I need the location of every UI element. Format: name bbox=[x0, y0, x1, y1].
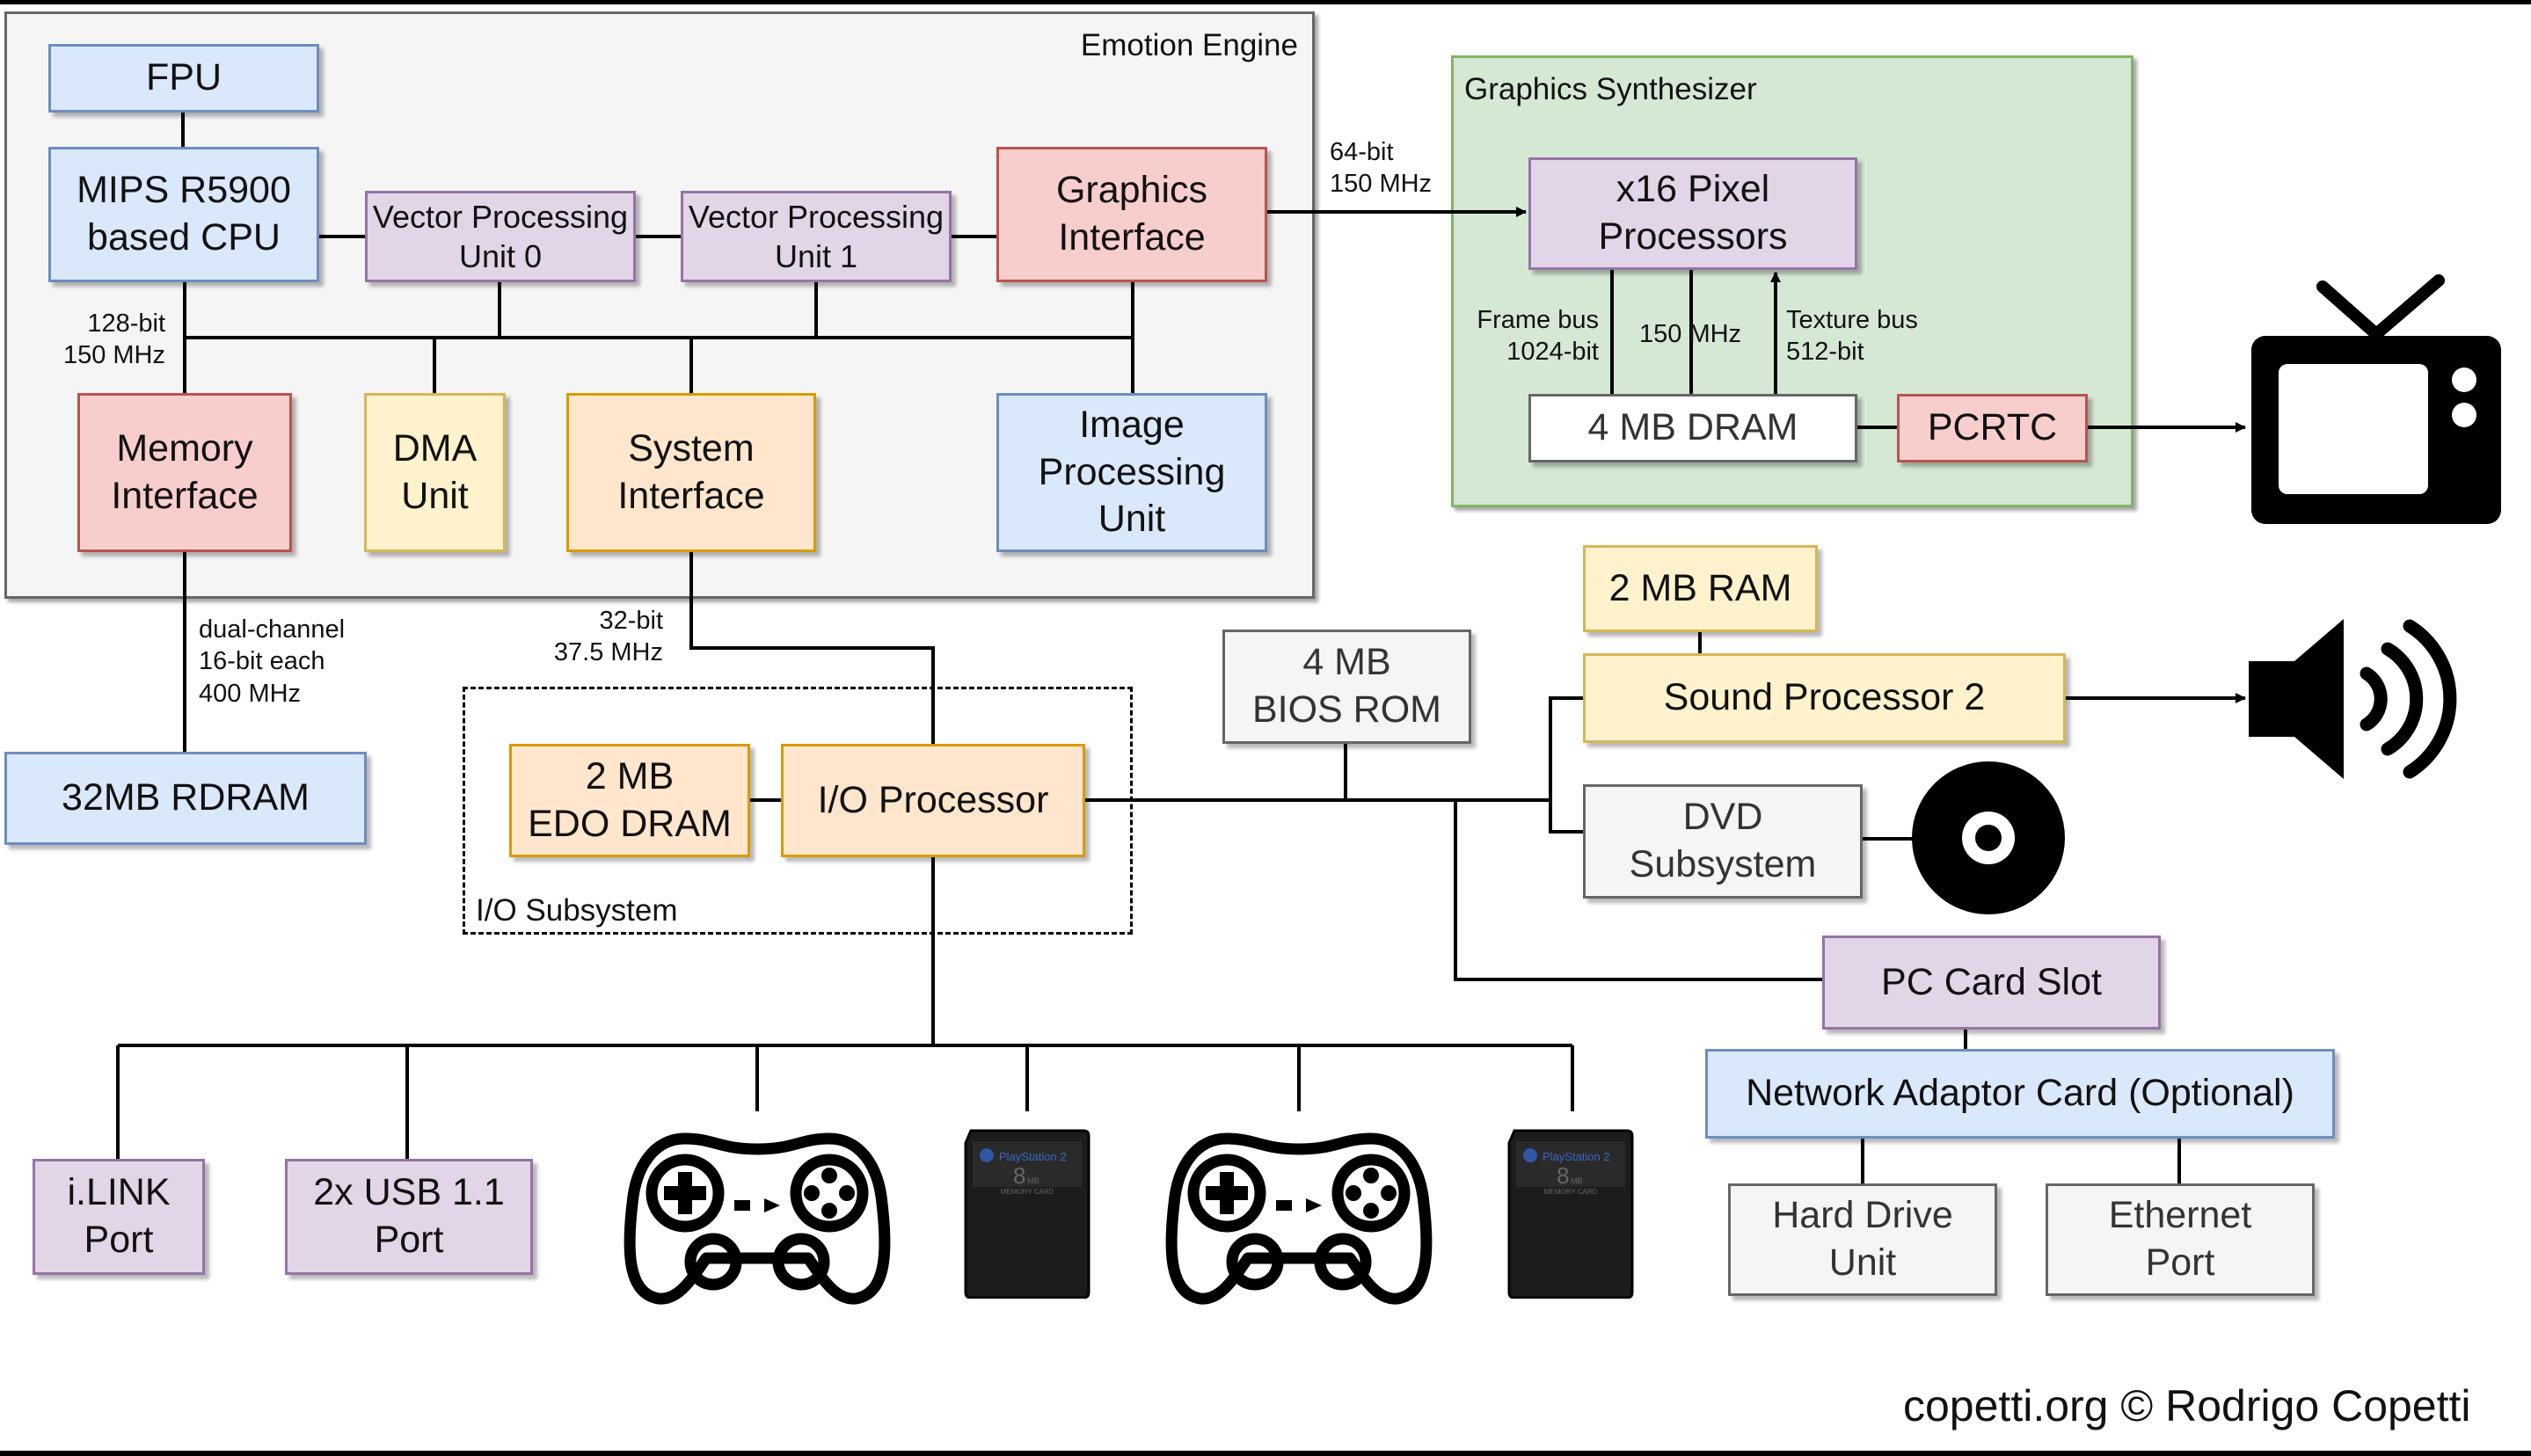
gamepad-icon bbox=[624, 1132, 891, 1305]
sif-iop-link bbox=[689, 552, 935, 744]
memory-card-icon: PlayStation 2 8 MB MEMORY CARD bbox=[964, 1129, 1090, 1299]
memory-card-unit: MB bbox=[1027, 1176, 1039, 1185]
graphics-interface-box: Graphics Interface bbox=[996, 147, 1267, 282]
fpu-box: FPU bbox=[48, 44, 319, 113]
gs-dram-box: 4 MB DRAM bbox=[1528, 394, 1857, 462]
memory-card-unit: MB bbox=[1571, 1176, 1583, 1185]
dvd-subsystem-box: DVD Subsystem bbox=[1583, 784, 1863, 899]
tv-icon bbox=[2251, 274, 2501, 524]
network-adaptor-box: Network Adaptor Card (Optional) bbox=[1705, 1049, 2335, 1139]
ethernet-port-box: Ethernet Port bbox=[2046, 1183, 2315, 1296]
memory-card-brand: PlayStation 2 bbox=[1543, 1150, 1610, 1163]
frame-bus-label: Frame bus 1024-bit bbox=[1477, 306, 1599, 367]
memory-card-icon: PlayStation 2 8 MB MEMORY CARD bbox=[1507, 1129, 1634, 1299]
gamepad-icon bbox=[1165, 1132, 1433, 1305]
emotion-engine-label: Emotion Engine bbox=[1080, 28, 1298, 62]
speaker-icon bbox=[2249, 619, 2457, 779]
memory-card-capacity: 8 bbox=[1557, 1162, 1569, 1189]
cpu-box: MIPS R5900 based CPU bbox=[48, 147, 319, 282]
vpu0-box: Vector Processing Unit 0 bbox=[365, 191, 636, 282]
edo-dram-box: 2 MB EDO DRAM bbox=[509, 744, 750, 857]
hard-drive-box: Hard Drive Unit bbox=[1728, 1183, 1997, 1296]
spu-bus-link bbox=[1549, 696, 1583, 800]
vpu1-box: Vector Processing Unit 1 bbox=[681, 191, 952, 282]
ilink-port-box: i.LINK Port bbox=[33, 1159, 205, 1275]
memory-card-brand: PlayStation 2 bbox=[999, 1150, 1067, 1163]
pcrtc-box: PCRTC bbox=[1897, 394, 2088, 462]
bios-rom-box: 4 MB BIOS ROM bbox=[1222, 630, 1471, 744]
memory-interface-box: Memory Interface bbox=[77, 393, 292, 552]
system-interface-box: System Interface bbox=[566, 393, 816, 552]
cpu-bus-label: 128-bit 150 MHz bbox=[62, 309, 165, 370]
iop-bus-label: 32-bit 37.5 MHz bbox=[553, 607, 663, 667]
usb-port-box: 2x USB 1.1 Port bbox=[285, 1159, 533, 1275]
bottom-border bbox=[0, 1451, 2531, 1456]
pc-card-slot-box: PC Card Slot bbox=[1822, 935, 2161, 1030]
rdram-bus-label: dual-channel 16-bit each 400 MHz bbox=[199, 615, 346, 708]
pixel-processors-box: x16 Pixel Processors bbox=[1528, 157, 1857, 270]
graphics-synthesizer-label: Graphics Synthesizer bbox=[1464, 72, 1757, 106]
io-subsystem-label: I/O Subsystem bbox=[476, 893, 678, 928]
copyright-credit: copetti.org © Rodrigo Copetti bbox=[1903, 1381, 2471, 1431]
io-processor-box: I/O Processor bbox=[781, 744, 1085, 857]
texture-bus-label: Texture bus 512-bit bbox=[1786, 306, 1918, 367]
dma-unit-box: DMA Unit bbox=[364, 393, 506, 552]
pccard-bus-link bbox=[1454, 800, 1822, 981]
image-processing-unit-box: Image Processing Unit bbox=[996, 393, 1267, 552]
top-border bbox=[0, 0, 2531, 4]
sound-processor-box: Sound Processor 2 bbox=[1583, 653, 2066, 743]
memory-card-capacity: 8 bbox=[1013, 1162, 1025, 1189]
spu-ram-box: 2 MB RAM bbox=[1583, 545, 1818, 632]
memory-card-caption: MEMORY CARD bbox=[1544, 1188, 1598, 1196]
dvd-bus-link bbox=[1549, 800, 1583, 834]
memory-card-caption: MEMORY CARD bbox=[1001, 1188, 1054, 1196]
io-subsystem-region: I/O Subsystem bbox=[463, 687, 1133, 935]
gs-link-label: 64-bit 150 MHz bbox=[1330, 138, 1433, 199]
rdram-box: 32MB RDRAM bbox=[4, 752, 367, 845]
gs-clock-label: 150 MHz bbox=[1639, 320, 1742, 348]
disc-icon bbox=[1912, 761, 2065, 914]
